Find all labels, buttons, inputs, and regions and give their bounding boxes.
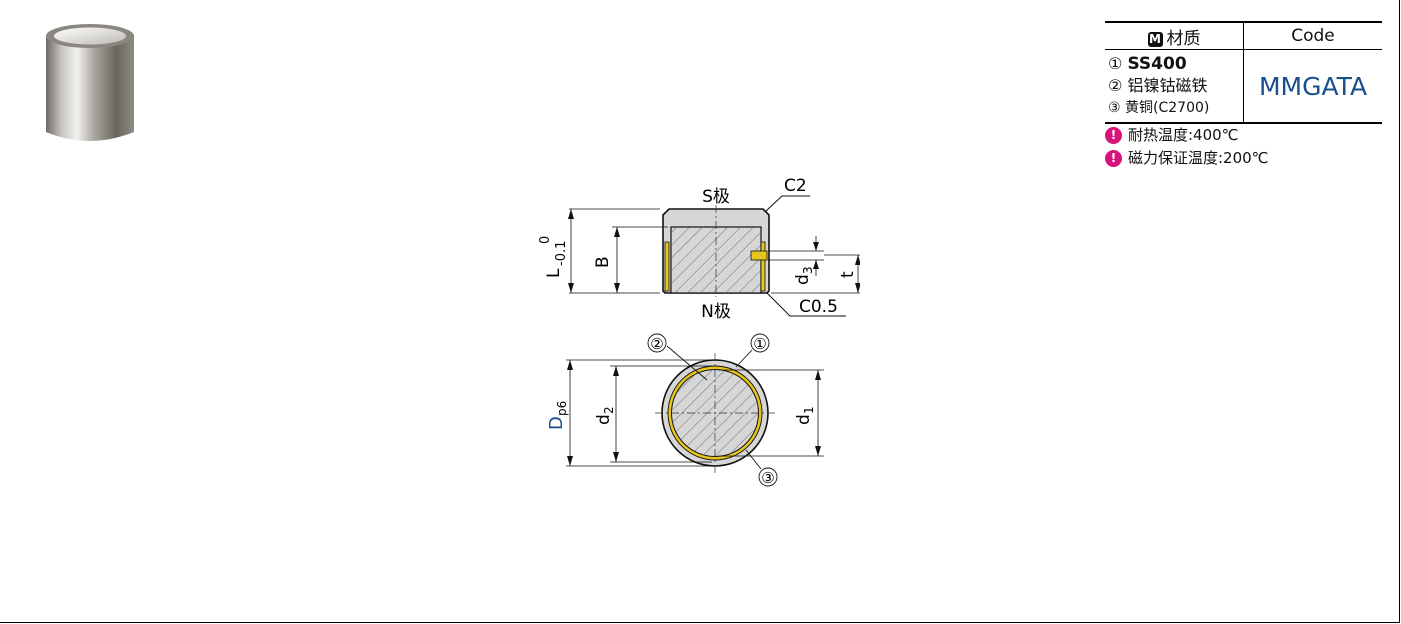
material-list: ① SS400 ② 铝镍钴磁铁 ③ 黄铜(C2700) <box>1105 49 1244 124</box>
diameter-d1-subscript: 1 <box>802 406 816 414</box>
material-header-label: 材质 <box>1166 28 1201 49</box>
notes: ! 耐热温度:400℃ ! 磁力保证温度:200℃ <box>1105 124 1269 170</box>
warning-icon: ! <box>1105 150 1122 167</box>
d3-dimension: d 3 <box>768 236 824 285</box>
diameter-d-label: D <box>546 416 567 430</box>
note-text: 耐热温度:400℃ <box>1128 126 1239 144</box>
top-view: ② ① ③ D p6 <box>546 333 824 487</box>
brass-sleeve-right <box>760 241 766 292</box>
length-label: L <box>544 268 564 278</box>
material-badge-icon: M <box>1147 31 1163 47</box>
warning-icon: ! <box>1105 127 1122 144</box>
b-label: B <box>593 256 613 268</box>
length-tolerance-lower: -0.1 <box>554 241 569 266</box>
length-tolerance-upper: 0 <box>538 236 553 244</box>
c2-leader <box>765 195 810 212</box>
d3-label: d <box>793 274 813 285</box>
diameter-d2-label: d <box>594 414 614 425</box>
magnetic-temperature-note: ! 磁力保证温度:200℃ <box>1105 147 1269 170</box>
material-item: ① SS400 <box>1108 54 1187 74</box>
technical-drawing: S极 N极 C2 C0.5 L -0.1 0 <box>538 176 860 487</box>
callout-1: ① <box>753 335 766 353</box>
b-dimension: B <box>593 226 668 293</box>
material-item: ② 铝镍钴磁铁 <box>1108 76 1208 95</box>
diameter-d2-dimension: d 2 <box>594 365 712 463</box>
t-label: t <box>838 271 858 278</box>
callout-3: ③ <box>761 469 774 487</box>
product-photo <box>46 24 134 141</box>
diameter-d-dimension: D p6 <box>546 359 712 467</box>
diameter-d1-dimension: d 1 <box>718 369 824 457</box>
note-text: 磁力保证温度:200℃ <box>1128 149 1269 167</box>
diameter-d1-label: d <box>794 414 814 425</box>
top-pole-label: S极 <box>702 187 730 207</box>
length-dimension: L -0.1 0 <box>538 208 660 294</box>
bottom-chamfer-label: C0.5 <box>799 297 838 317</box>
code-value: MMGATA <box>1243 49 1382 124</box>
c05-leader <box>766 292 846 317</box>
heat-resistance-note: ! 耐热温度:400℃ <box>1105 124 1269 147</box>
d3-subscript: 3 <box>801 266 815 274</box>
diameter-d-subscript: p6 <box>555 401 569 416</box>
diameter-d2-subscript: 2 <box>602 406 616 414</box>
material-item: ③ 黄铜(C2700) <box>1108 100 1210 116</box>
callout-2: ② <box>650 335 663 353</box>
brass-pin <box>750 250 768 261</box>
brass-sleeve-left <box>664 241 670 292</box>
bottom-pole-label: N极 <box>701 302 731 322</box>
side-view: S极 N极 C2 C0.5 L -0.1 0 <box>538 176 860 322</box>
t-dimension: t <box>771 254 860 294</box>
code-header: Code <box>1243 21 1382 50</box>
top-chamfer-label: C2 <box>784 176 807 196</box>
